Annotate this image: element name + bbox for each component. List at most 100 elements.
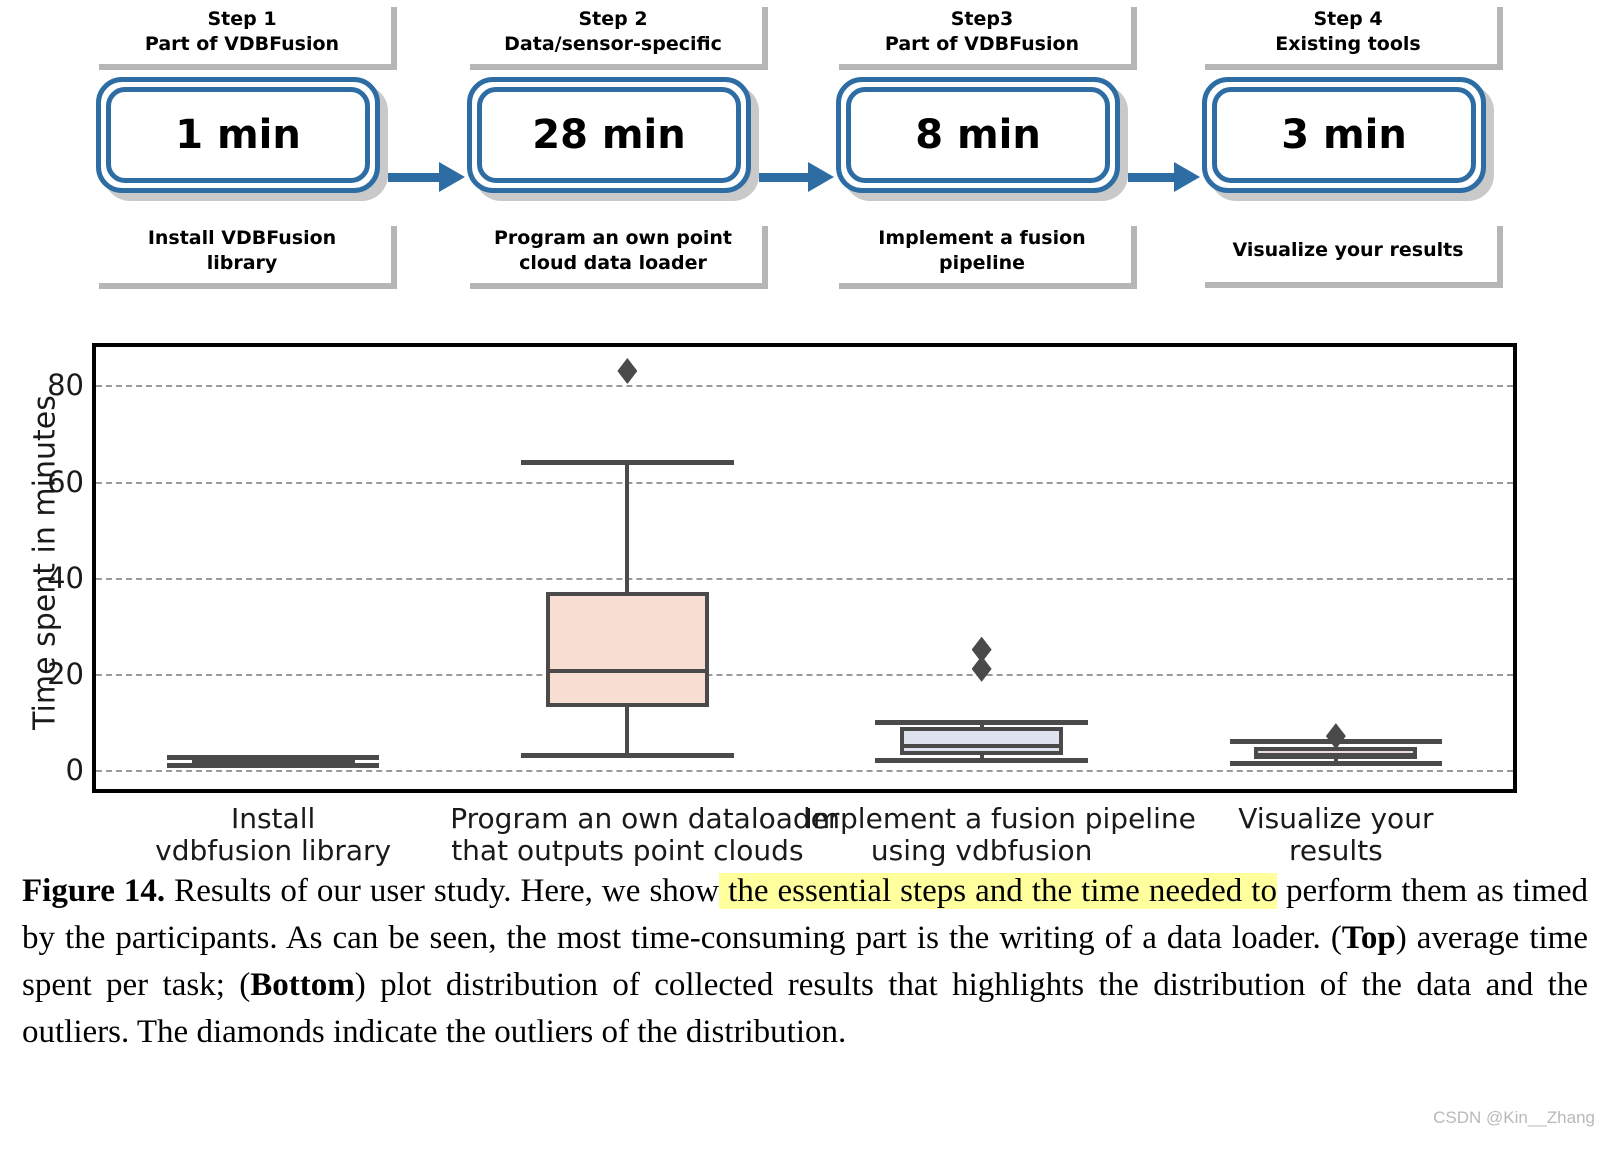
- arrow-head-icon: [439, 162, 465, 192]
- flow-step-4-header-line2: Existing tools: [1275, 33, 1421, 55]
- flow-step-3-footer-line1: Implement a fusion: [878, 227, 1086, 249]
- time-box-outer-border: 8 min: [836, 77, 1120, 193]
- time-box-outer-border: 28 min: [467, 77, 751, 193]
- outlier-diamond-1: [1325, 723, 1346, 750]
- median-line: [191, 758, 355, 763]
- y-tick-label-40: 40: [47, 560, 84, 595]
- flow-step-2-header-line1: Step 2: [578, 8, 648, 30]
- median-line: [900, 743, 1064, 748]
- x-tick-label-1-line2: vdbfusion library: [155, 834, 392, 867]
- flow-step-2-header: Step 2 Data/sensor-specific: [463, 0, 768, 70]
- time-box-inner-border: 28 min: [477, 87, 741, 183]
- y-tick-label-60: 60: [47, 464, 84, 499]
- time-box-inner-border: 3 min: [1212, 87, 1476, 183]
- caption-before: Results of our user study. Here, we show: [165, 873, 720, 909]
- x-tick-label-2-line2: that outputs point clouds: [451, 834, 804, 867]
- outlier-diamond-1: [971, 655, 992, 682]
- median-line: [1254, 753, 1418, 758]
- x-tick-label-1-line1: Install: [230, 802, 316, 835]
- time-box-inner-border: 1 min: [106, 87, 370, 183]
- y-tick-label-0: 0: [65, 752, 84, 787]
- outlier-diamond-2: [971, 636, 992, 663]
- flow-step-2-footer-line1: Program an own point: [493, 227, 733, 249]
- watermark: CSDN @Kin__Zhang: [1433, 1108, 1595, 1127]
- gridline-40: [96, 577, 1513, 580]
- flow-step-2-footer-line2: cloud data loader: [519, 252, 707, 274]
- plot-area: [92, 343, 1517, 793]
- flow-step-3-footer-line2: pipeline: [938, 252, 1026, 274]
- boxplot-3: [805, 347, 1159, 789]
- flow-step-1-footer-line2: library: [206, 252, 278, 274]
- outlier-diamond-1: [617, 358, 638, 385]
- time-box-outer-border: 1 min: [96, 77, 380, 193]
- flow-step-2-header-line2: Data/sensor-specific: [504, 33, 722, 55]
- flow-step-1-header-line1: Step 1: [207, 8, 277, 30]
- lower-whisker-cap: [875, 758, 1088, 764]
- flow-step-2-time-label: 28 min: [532, 112, 686, 158]
- arrow-shaft: [388, 173, 441, 182]
- gridline-60: [96, 481, 1513, 484]
- boxplot-1: [96, 347, 450, 789]
- flow-step-3-footer: Implement a fusion pipeline: [832, 219, 1137, 289]
- y-axis-tick-labels: 0 20 40 60 80: [0, 343, 84, 793]
- caption-mid-1: ) average time spent per task; (: [22, 920, 1588, 1003]
- lower-whisker-cap: [521, 753, 734, 759]
- upper-whisker-cap: [875, 719, 1088, 725]
- flow-arrow-3: [1128, 162, 1200, 192]
- figure-label: Figure 14.: [22, 873, 166, 909]
- flow-step-4-footer-line1: Visualize your results: [1232, 239, 1464, 261]
- flow-step-1-time-box: 1 min: [96, 77, 388, 201]
- gridline-0: [96, 769, 1513, 772]
- arrow-head-icon: [808, 162, 834, 192]
- upper-whisker-cap: [521, 460, 734, 466]
- x-tick-label-3-line2: using vdbfusion: [870, 834, 1093, 867]
- arrow-head-icon: [1174, 162, 1200, 192]
- y-tick-label-20: 20: [47, 656, 84, 691]
- gridline-20: [96, 673, 1513, 676]
- flow-arrow-1: [388, 162, 465, 192]
- x-tick-label-3-line1: Implement a fusion pipeline: [804, 802, 1196, 835]
- x-tick-label-4-line2: results: [1288, 834, 1383, 867]
- flow-arrow-2: [759, 162, 834, 192]
- flow-step-1-header-line2: Part of VDBFusion: [144, 33, 340, 55]
- flow-step-4-header: Step 4 Existing tools: [1198, 0, 1503, 70]
- x-tick-label-2-line1: Program an own dataloader: [450, 802, 840, 835]
- time-box-inner-border: 8 min: [846, 87, 1110, 183]
- box-iqr: [545, 592, 709, 708]
- figure-caption: Figure 14. Results of our user study. He…: [22, 868, 1588, 1056]
- caption-mid-2: ) plot distribution of collected results…: [22, 967, 1588, 1050]
- x-tick-label-4-line1: Visualize your: [1238, 802, 1434, 835]
- flow-step-3-header-line1: Step3: [950, 8, 1014, 30]
- flow-step-4-header-line1: Step 4: [1313, 8, 1383, 30]
- flow-step-3-time-box: 8 min: [836, 77, 1128, 201]
- caption-bold-bottom: Bottom: [250, 967, 355, 1003]
- flow-step-3-time-label: 8 min: [915, 112, 1041, 158]
- caption-after: perform them as timed by the participant…: [22, 873, 1588, 956]
- upper-whisker: [625, 462, 630, 592]
- lower-whisker: [979, 755, 984, 761]
- arrow-shaft: [1128, 173, 1176, 182]
- gridline-80: [96, 385, 1513, 388]
- boxplot-2: [450, 347, 804, 789]
- y-tick-label-80: 80: [47, 368, 84, 403]
- flow-step-1-time-label: 1 min: [175, 112, 301, 158]
- caption-bold-top: Top: [1341, 920, 1396, 956]
- flow-step-4-time-box: 3 min: [1202, 77, 1494, 201]
- flow-step-3-header-line2: Part of VDBFusion: [884, 33, 1080, 55]
- flow-step-2-time-box: 28 min: [467, 77, 759, 201]
- flow-step-2-footer: Program an own point cloud data loader: [463, 219, 768, 289]
- median-line: [545, 669, 709, 674]
- flow-step-1-header: Step 1 Part of VDBFusion: [92, 0, 397, 70]
- upper-whisker-cap: [166, 755, 380, 761]
